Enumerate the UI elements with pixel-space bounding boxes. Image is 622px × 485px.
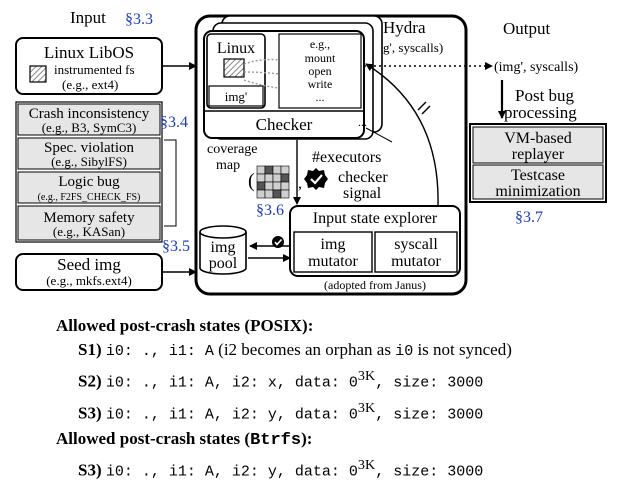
executor-box: Linux img' e.g., mount open write ... Ch… (203, 30, 365, 139)
fs-image-icon (29, 65, 47, 83)
coverage-cell (272, 189, 282, 199)
coverage-cell (256, 189, 266, 199)
pool-label-2: pool (209, 255, 238, 272)
coverage-comma: , (298, 175, 302, 192)
testcase-feedback-arrow (365, 63, 439, 206)
libos-title: Linux LibOS (44, 43, 134, 62)
syscall-ops-box (278, 33, 362, 109)
section-3-4: §3.4 (160, 114, 188, 131)
check-crash-title: Crash inconsistency (29, 106, 150, 122)
checker-list: Crash inconsistency (e.g., B3, SymC3) Sp… (15, 101, 163, 243)
hydra-architecture-diagram: Input §3.3 Linux LibOS instrumented fs (… (15, 8, 607, 296)
section-3-6: §3.6 (256, 202, 284, 219)
input-state-explorer: Input state explorer img mutator syscall… (289, 205, 461, 277)
replayer-1: VM-based (504, 130, 572, 147)
btrfs-state-s3: S3) i0: ., i1: A, i2: y, data: 03K, size… (78, 457, 484, 481)
coverage-cell (280, 165, 290, 175)
output-label: Output (503, 19, 551, 38)
coverage-cell (264, 181, 274, 191)
coverage-cell (256, 173, 266, 183)
linux-libos-box: Linux LibOS instrumented fs (e.g., ext4) (15, 37, 163, 95)
coverage-cell (272, 173, 282, 183)
checker-signal-2: signal (343, 185, 382, 202)
explorer-title: Input state explorer (313, 210, 438, 227)
btrfs-header: Allowed post-crash states (Btrfs): (56, 429, 313, 451)
libos-line1: instrumented fs (54, 62, 135, 77)
coverage-cell (280, 173, 290, 183)
coverage-cell (280, 189, 290, 199)
executor-ellipsis: ... (358, 115, 367, 129)
executors-label: #executors (312, 149, 381, 166)
ops-eg: e.g., (310, 37, 330, 51)
syscall-mutator-2: mutator (391, 253, 441, 270)
check-logic-title: Logic bug (58, 174, 120, 190)
coverage-cell (280, 181, 290, 191)
output-tuple-label: (img', syscalls) (494, 60, 579, 75)
section-3-3: §3.3 (125, 11, 153, 28)
check-memory-sub: (e.g., KASan) (53, 224, 125, 239)
posix-state-s2: S2) i0: ., i1: A, i2: x, data: 03K, size… (78, 368, 484, 392)
hydra-feedback-label: (img', syscalls) (365, 40, 443, 55)
coverage-cell (264, 173, 274, 183)
posix-state-s3: S3) i0: ., i1: A, i2: y, data: 03K, size… (78, 399, 484, 424)
coverage-cell (256, 181, 266, 191)
img-mutator-1: img (321, 236, 346, 253)
coverage-cell (264, 165, 274, 175)
section-3-5: §3.5 (162, 238, 190, 255)
syscall-mutator-box (374, 231, 458, 273)
checker-label: Checker (256, 115, 313, 134)
checker-signal-icon (304, 168, 328, 190)
executors-pointer (365, 127, 393, 143)
post-bug-2: processing (504, 103, 577, 122)
post-processing-box: VM-based replayer Testcase minimization (469, 123, 607, 203)
seed-title: Seed img (57, 255, 121, 274)
section-3-7: §3.7 (515, 209, 543, 226)
adopted-label: (adopted from Janus) (324, 278, 426, 292)
check-memory-title: Memory safety (43, 210, 135, 226)
posix-header: Allowed post-crash states (POSIX): (56, 316, 314, 335)
syscall-mutator-1: syscall (394, 236, 438, 253)
pool-check-badge (272, 236, 284, 248)
coverage-cell (272, 181, 282, 191)
hydra-title: Hydra (383, 18, 426, 37)
ops-ellipsis: ... (316, 90, 325, 104)
img-mutator-2: mutator (308, 253, 358, 270)
img-mutator-box (293, 231, 373, 273)
ops-open: open (308, 64, 331, 78)
minimization-2: minimization (495, 183, 580, 200)
libos-line2: (e.g., ext4) (62, 77, 118, 92)
check-logic-sub: (e.g., F2FS_CHECK_FS) (38, 192, 141, 203)
post-crash-states-text: Allowed post-crash states (POSIX): S1) i… (56, 314, 622, 485)
img-pool-cylinder: img pool (199, 225, 247, 275)
coverage-cell (264, 189, 274, 199)
ops-write: write (308, 77, 333, 91)
seed-img-box: Seed img (e.g., mkfs.ext4) (15, 253, 163, 291)
input-label: Input (70, 8, 106, 27)
checker-signal-1: checker (338, 169, 388, 186)
minimization-1: Testcase (511, 167, 565, 184)
linux-label: Linux (217, 40, 255, 57)
seed-sub: (e.g., mkfs.ext4) (46, 273, 132, 288)
replayer-2: replayer (512, 146, 565, 163)
coverage-label-1: coverage (207, 142, 258, 157)
coverage-cell (256, 165, 266, 175)
check-spec-sub: (e.g., SibylFS) (51, 154, 127, 169)
ops-mount: mount (305, 51, 336, 65)
fs-image-icon-2 (223, 58, 245, 78)
coverage-map-grid (256, 165, 290, 199)
pool-label-1: img (211, 239, 236, 256)
coverage-label-2: map (216, 158, 240, 173)
check-spec-title: Spec. violation (44, 140, 134, 156)
coverage-open-paren: ( (248, 170, 255, 192)
img-prime-label: img' (225, 89, 248, 104)
posix-state-s1: S1) i0: ., i1: A (i2 becomes an orphan a… (78, 340, 512, 360)
check-crash-sub: (e.g., B3, SymC3) (42, 120, 137, 135)
post-bug-1: Post bug (515, 86, 575, 105)
coverage-cell (272, 165, 282, 175)
